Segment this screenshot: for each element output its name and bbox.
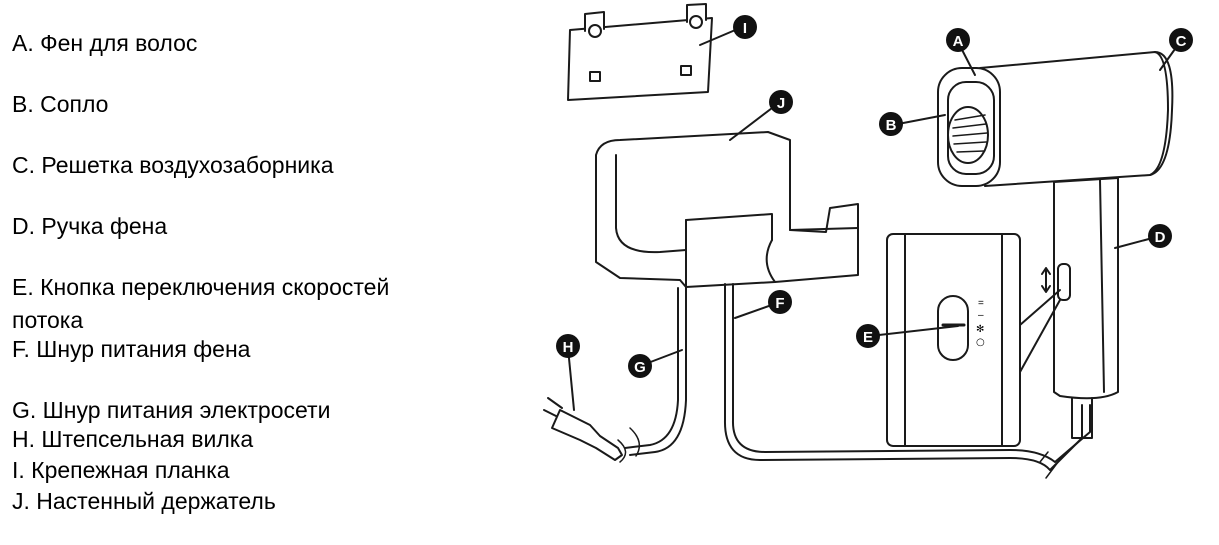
marker-c: C	[1169, 28, 1193, 52]
legend-item-e-cont: потока	[12, 307, 84, 333]
legend-item-h: H. Штепсельная вилка	[12, 426, 254, 452]
switch-label-cool: ✻	[976, 324, 984, 335]
marker-d: D	[1148, 224, 1172, 248]
marker-j: J	[769, 90, 793, 114]
marker-b: B	[879, 112, 903, 136]
svg-text:E: E	[863, 329, 873, 346]
switch-zoom-panel: = – ✻ ○	[886, 233, 1061, 447]
marker-h: H	[556, 334, 580, 358]
power-plug	[543, 397, 623, 461]
legend-item-e: E. Кнопка переключения скоростей	[12, 274, 390, 300]
mounting-plate	[567, 3, 713, 101]
legend-item-c: C. Решетка воздухозаборника	[12, 152, 334, 178]
marker-e: E	[856, 324, 880, 348]
switch-label-level1: –	[978, 310, 984, 321]
legend-item-g: G. Шнур питания электросети	[12, 397, 331, 423]
legend-item-j: J. Настенный держатель	[12, 488, 276, 514]
marker-a: A	[946, 28, 970, 52]
legend-item-d: D. Ручка фена	[12, 213, 168, 239]
hair-dryer	[937, 51, 1174, 439]
power-cords	[617, 283, 1091, 479]
svg-text:C: C	[1176, 33, 1187, 50]
marker-g: G	[628, 354, 652, 378]
svg-text:G: G	[634, 359, 646, 376]
switch-label-off: ○	[976, 337, 985, 348]
svg-text:D: D	[1155, 229, 1166, 246]
wall-holder	[595, 131, 859, 288]
marker-f: F	[768, 290, 792, 314]
svg-text:A: A	[953, 33, 964, 50]
legend-item-a: А. Фен для волос	[12, 30, 198, 56]
legend-item-i: I. Крепежная планка	[12, 457, 230, 483]
switch-label-level2: =	[978, 298, 984, 309]
marker-i: I	[733, 15, 757, 39]
svg-text:B: B	[886, 117, 897, 134]
svg-text:I: I	[743, 20, 747, 37]
legend-item-f: F. Шнур питания фена	[12, 336, 251, 362]
svg-text:F: F	[775, 295, 784, 312]
svg-text:H: H	[563, 339, 574, 356]
svg-text:J: J	[777, 95, 785, 112]
legend-item-b: B. Сопло	[12, 91, 109, 117]
